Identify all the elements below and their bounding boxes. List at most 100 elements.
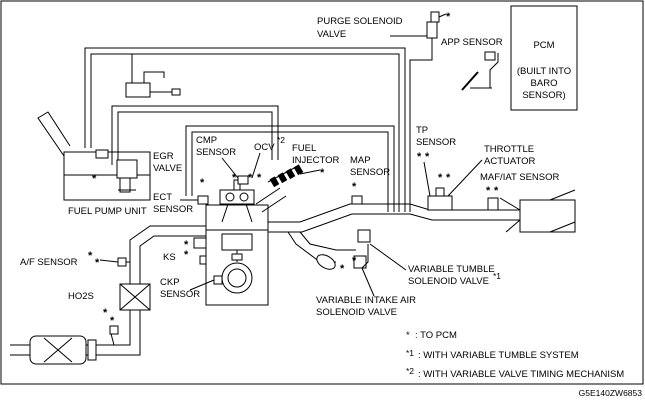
injector-1 [269, 176, 280, 188]
app-sensor: APP SENSOR [441, 37, 503, 91]
fuel-injector-label-line2: INJECTOR [292, 155, 339, 166]
charcoal-canister [125, 82, 151, 98]
af-asterisk-2: * [95, 257, 100, 269]
cmp-leader [221, 157, 239, 179]
crankshaft [227, 268, 247, 288]
variable-intake-duct-2 [299, 231, 356, 251]
map-asterisk: * [352, 181, 357, 193]
maf-iat-sensor-label: MAF/IAT SENSOR [480, 172, 559, 183]
ect-sensor-body [197, 195, 209, 205]
pcm-box [510, 5, 578, 111]
throttle-actuator-label: THROTTLE [484, 144, 534, 155]
exhaust-pipe-inner [10, 235, 206, 356]
maf-iat-sensor-body [487, 197, 499, 211]
legend-text-3: : WITH VARIABLE VALVE TIMING MECHANISM [418, 369, 624, 380]
legend-key-2: *1 [406, 348, 414, 358]
spark-plug [233, 179, 241, 191]
tp-leader [423, 161, 431, 197]
ocv-asterisk: * [248, 172, 253, 184]
tp-throttle-group: TP SENSOR * * THROTTLE ACTUATOR * * [416, 125, 536, 211]
exhaust-flange [87, 339, 97, 361]
cmp-ocv-injector-group: CMP SENSOR * OCV *2 * * FUEL INJECTOR * [196, 135, 339, 213]
map-sensor-label: MAP [350, 155, 371, 166]
throttle-leader [447, 159, 483, 197]
purge-solenoid-valve-label-line2: VALVE [317, 29, 346, 40]
injector-leader [299, 169, 321, 175]
pcm-label: PCM [533, 40, 554, 51]
exhaust-system [10, 225, 206, 365]
throttle-asterisk-2: * [446, 172, 451, 184]
purge-pipe-outer [84, 47, 406, 212]
ect-sensor-label: ECT [153, 192, 172, 203]
throttle-body [427, 195, 453, 211]
canister-pipe-2 [143, 71, 165, 83]
variable-intake-leader [361, 267, 375, 297]
catalyst-cross [119, 283, 151, 311]
cmp-asterisk: * [232, 172, 237, 184]
intake-manifold: * * [268, 189, 576, 275]
map-sensor: MAP SENSOR * [350, 155, 390, 205]
maf-iat-sensor: MAF/IAT SENSOR * * [480, 172, 559, 211]
fuel-line-inner [117, 111, 273, 165]
ocv-label: OCV [254, 142, 275, 153]
purge-valve-connector [430, 11, 440, 23]
intake-runners [255, 187, 287, 213]
variable-intake-label-line2: SOLENOID VALVE [316, 307, 397, 318]
air-cleaner [519, 199, 576, 233]
fuel-pump-connector [95, 149, 109, 159]
app-sensor-body [484, 51, 496, 61]
ks-asterisk: * [184, 239, 189, 251]
ect-asterisk: * [200, 177, 205, 189]
tp-asterisk-2: * [425, 151, 430, 163]
egr-valve-label: EGR [153, 151, 174, 162]
variable-tumble-label: VARIABLE TUMBLE [408, 264, 495, 275]
fuel-line-outer [111, 105, 279, 165]
legend: * : TO PCM *1 : WITH VARIABLE TUMBLE SYS… [406, 330, 624, 380]
pcm-label-line4: SENSOR) [522, 90, 565, 101]
map-sensor-body [351, 195, 363, 205]
fuel-pump [119, 177, 131, 193]
cmp-sensor-body [237, 175, 249, 185]
ckp-sensor-label: CKP [160, 277, 180, 288]
ks-asterisk-2: * [184, 249, 189, 261]
cmp-sensor-label-line2: SENSOR [196, 147, 236, 158]
injector-2 [277, 172, 288, 184]
af-sensor-body [117, 257, 127, 267]
throttle-actuator-label-line2: ACTUATOR [484, 156, 536, 167]
ks-body [193, 237, 207, 249]
vis-asterisk-2: * [340, 263, 345, 275]
maf-asterisk-1: * [486, 185, 491, 197]
legend-text-1: : TO PCM [415, 330, 457, 341]
fuel-filler-neck [37, 111, 71, 157]
af-asterisk-1: * [88, 250, 93, 262]
af-sensor-label: A/F SENSOR [20, 257, 78, 268]
ho2s-asterisk-1: * [103, 307, 108, 319]
maf-asterisk-2: * [494, 185, 499, 197]
canister-vent-filter [171, 88, 181, 96]
purge-leader [438, 13, 447, 18]
fuel-tank-body [63, 151, 151, 201]
ckp-sensor-body [213, 275, 223, 285]
accelerator-pedal [461, 71, 479, 91]
variable-intake-solenoid-body [353, 255, 367, 269]
sensors-left: A/F SENSOR * * KS * * CKP SENSOR HO2S * … [20, 237, 223, 346]
fuel-pump-module [116, 159, 138, 179]
solenoid-linkage [361, 244, 369, 269]
ks-connector [199, 255, 207, 265]
intake-pipe-inner [191, 131, 389, 212]
diagram-frame [0, 0, 644, 385]
legend-key-1: * [406, 330, 410, 341]
purge-pipe-inner [90, 53, 400, 212]
ckp-leader [189, 279, 215, 291]
legend-text-2: : WITH VARIABLE TUMBLE SYSTEM [418, 350, 579, 361]
injector-3 [285, 168, 296, 180]
engine [205, 179, 269, 306]
ocv-leader [251, 152, 261, 179]
fuel-tank: * FUEL PUMP UNIT [37, 111, 151, 217]
fuel-pump-unit-label: FUEL PUMP UNIT [68, 206, 147, 217]
fuel-pump-asterisk: * [92, 173, 97, 185]
ho2s-asterisk-2: * [110, 315, 115, 327]
purge-asterisk: * [446, 11, 451, 23]
purge-solenoid-valve: PURGE SOLENOID VALVE * [317, 11, 451, 40]
